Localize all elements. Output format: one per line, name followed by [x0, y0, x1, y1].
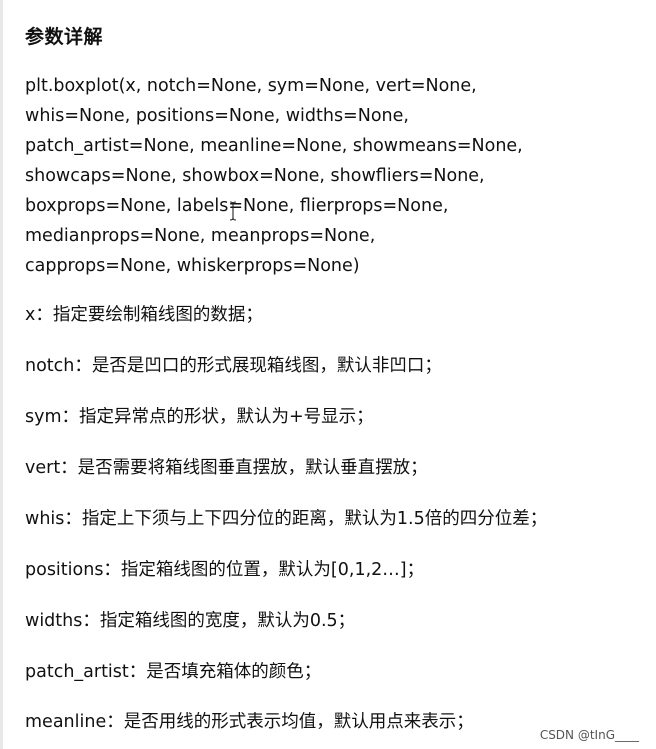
param-widths: widths：指定箱线图的宽度，默认为0.5；	[25, 611, 356, 631]
signature-line: patch_artist=None, meanline=None, showme…	[25, 136, 523, 156]
text-cursor-icon	[229, 201, 237, 221]
csdn-watermark: CSDN @tInG____	[536, 727, 642, 743]
param-x: x：指定要绘制箱线图的数据；	[25, 305, 263, 325]
param-whis: whis：指定上下须与上下四分位的距离，默认为1.5倍的四分位差；	[25, 509, 548, 529]
param-notch: notch：是否是凹口的形式展现箱线图，默认非凹口；	[25, 356, 442, 376]
function-signature: plt.boxplot(x, notch=None, sym=None, ver…	[25, 71, 645, 281]
param-sym: sym：指定异常点的形状，默认为+号显示；	[25, 407, 374, 427]
param-meanline: meanline：是否用线的形式表示均值，默认用点来表示；	[25, 712, 474, 732]
param-positions: positions：指定箱线图的位置，默认为[0,1,2…]；	[25, 560, 425, 580]
param-patch-artist: patch_artist：是否填充箱体的颜色；	[25, 662, 322, 682]
signature-line: capprops=None, whiskerprops=None)	[25, 256, 360, 276]
signature-line: medianprops=None, meanprops=None,	[25, 226, 376, 246]
signature-line: whis=None, positions=None, widths=None,	[25, 106, 409, 126]
signature-line: showcaps=None, showbox=None, showfliers=…	[25, 166, 485, 186]
left-border	[0, 0, 3, 749]
section-title: 参数详解	[25, 26, 104, 48]
signature-line: boxprops=None, labels=None, flierprops=N…	[25, 196, 449, 216]
param-vert: vert：是否需要将箱线图垂直摆放，默认垂直摆放；	[25, 458, 428, 478]
signature-line: plt.boxplot(x, notch=None, sym=None, ver…	[25, 76, 477, 96]
